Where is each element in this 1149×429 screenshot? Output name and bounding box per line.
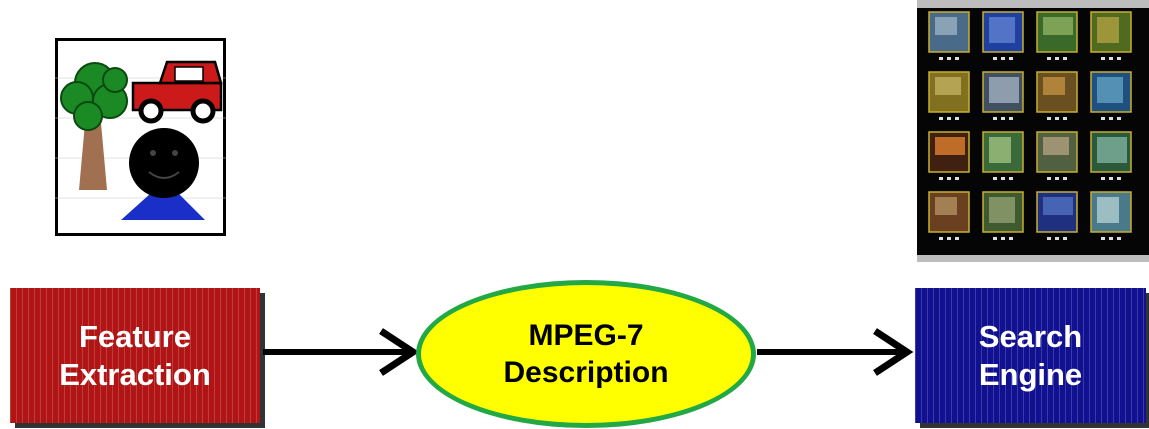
photo-thumbnail xyxy=(928,131,970,180)
search-engine-line1: Search xyxy=(978,318,1083,354)
tree-icon xyxy=(60,62,128,190)
photo-thumbnail xyxy=(982,191,1024,240)
photo-thumbnail xyxy=(982,131,1024,180)
photo-browser-image xyxy=(917,0,1149,262)
scene-drawing-image xyxy=(55,38,226,236)
feature-extraction-line1: Feature xyxy=(79,318,191,354)
feature-extraction-box: Feature Extraction xyxy=(10,288,260,423)
browser-titlebar xyxy=(917,0,1149,8)
person-icon xyxy=(121,128,205,220)
photo-thumbnail xyxy=(982,11,1024,60)
photo-thumbnail xyxy=(1090,71,1132,120)
arrow-to-search-engine xyxy=(757,328,914,376)
arrow-to-mpeg7 xyxy=(263,328,420,376)
photo-thumbnail xyxy=(928,191,970,240)
photo-thumbnail xyxy=(1090,11,1132,60)
photo-thumbnail xyxy=(1036,11,1078,60)
mpeg7-line1: MPEG-7 xyxy=(528,319,644,352)
feature-extraction-line2: Extraction xyxy=(59,356,211,392)
mpeg7-line2: Description xyxy=(503,356,669,389)
photo-thumbnail xyxy=(928,11,970,60)
photo-thumbnail xyxy=(1036,191,1078,240)
photo-thumbnail xyxy=(1090,131,1132,180)
search-engine-line2: Engine xyxy=(978,356,1083,392)
photo-thumbnail xyxy=(928,71,970,120)
mpeg7-description-ellipse: MPEG-7 Description xyxy=(416,280,756,428)
photo-thumbnail xyxy=(1090,191,1132,240)
car-icon xyxy=(131,60,223,124)
photo-thumbnail xyxy=(1036,71,1078,120)
search-engine-box: Search Engine xyxy=(915,288,1146,423)
photo-thumbnail xyxy=(1036,131,1078,180)
photo-thumbnail xyxy=(982,71,1024,120)
browser-statusbar xyxy=(917,255,1149,262)
